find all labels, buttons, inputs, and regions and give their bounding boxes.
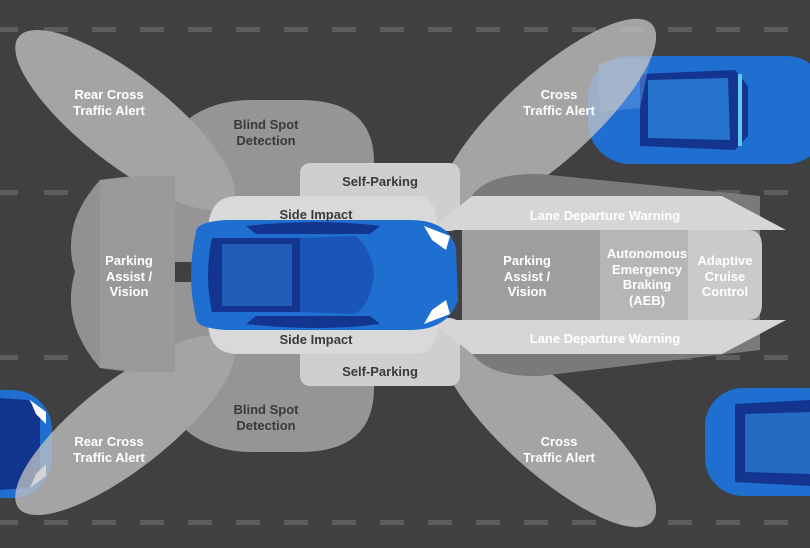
label-self-parking-bottom: Self-Parking [342,364,418,379]
label-side-impact-top: Side Impact [279,207,353,222]
label-self-parking-top: Self-Parking [342,174,418,189]
coverage-zones [15,18,786,528]
label-side-impact-bottom: Side Impact [279,332,353,347]
zone-parking-assist-front [462,230,600,320]
zone-adaptive-cruise [688,230,762,320]
zone-lane-departure-top [430,196,786,230]
label-lane-departure-top: Lane Departure Warning [529,208,681,223]
label-adaptive-cruise: Adaptive Cruise Control [697,253,753,299]
label-lane-departure-bottom: Lane Departure Warning [529,331,681,346]
label-parking-assist-front: Parking Assist / Vision [503,253,551,299]
label-blind-spot-top: Blind Spot Detection [233,117,299,148]
zone-cross-traffic-bottom [439,328,657,528]
zone-cross-traffic-top [439,18,657,218]
other-car-bottom-right [705,388,810,496]
zone-aeb [600,230,688,320]
subject-car [191,220,458,330]
label-cross-traffic-top: Cross Traffic Alert [523,87,595,118]
lane-marking-row-1 [0,27,788,32]
label-parking-assist-rear: Parking Assist / Vision [105,253,153,299]
label-blind-spot-bottom: Blind Spot Detection [233,402,299,433]
label-rear-cross-traffic-top: Rear Cross Traffic Alert [73,87,145,118]
zone-lane-departure-bottom [430,320,786,354]
label-aeb: Autonomous Emergency Braking (AEB) [606,246,688,308]
label-cross-traffic-bottom: Cross Traffic Alert [523,434,595,465]
other-car-top-right [588,56,810,164]
label-rear-cross-traffic-bottom: Rear Cross Traffic Alert [73,434,145,465]
